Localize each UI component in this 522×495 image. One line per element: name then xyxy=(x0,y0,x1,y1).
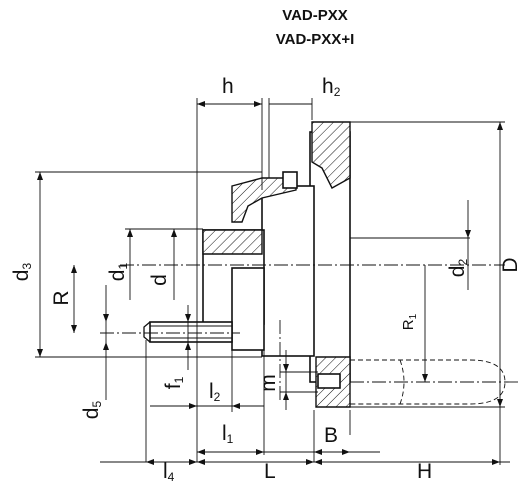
label-d2: d2 xyxy=(446,259,470,278)
label-l4: l4 xyxy=(163,460,175,484)
hub-section xyxy=(202,229,263,255)
threaded-pin xyxy=(149,321,233,343)
label-d1: d1 xyxy=(106,263,130,282)
label-m: m xyxy=(257,374,280,392)
title-line-2: VAD-PXX+I xyxy=(276,31,355,48)
dimension-labels: h h2 d3 R d1 d d2 D R1 d5 f1 l2 m l1 B l… xyxy=(10,75,522,484)
label-f1: f1 xyxy=(162,376,186,389)
shaft-step xyxy=(231,267,265,351)
label-d: d xyxy=(148,274,171,286)
handle-screw xyxy=(317,373,341,389)
label-l1: l1 xyxy=(222,422,234,446)
label-R1: R1 xyxy=(400,313,419,330)
label-l2: l2 xyxy=(209,380,221,404)
top-screw xyxy=(282,171,298,189)
label-B: B xyxy=(324,424,338,447)
dimension-lines xyxy=(35,98,510,465)
label-L: L xyxy=(264,460,276,483)
handle-grip xyxy=(350,359,506,405)
part-geometry xyxy=(100,121,520,408)
label-R: R xyxy=(50,290,73,305)
title-line-1: VAD-PXX xyxy=(282,7,348,24)
label-d5: d5 xyxy=(80,401,104,420)
label-h2: h2 xyxy=(322,75,341,99)
label-D: D xyxy=(499,257,522,272)
cap-section xyxy=(231,177,297,223)
label-h: h xyxy=(222,75,234,98)
hub-body xyxy=(261,185,315,357)
label-d3: d3 xyxy=(10,263,34,282)
label-H: H xyxy=(417,460,432,483)
